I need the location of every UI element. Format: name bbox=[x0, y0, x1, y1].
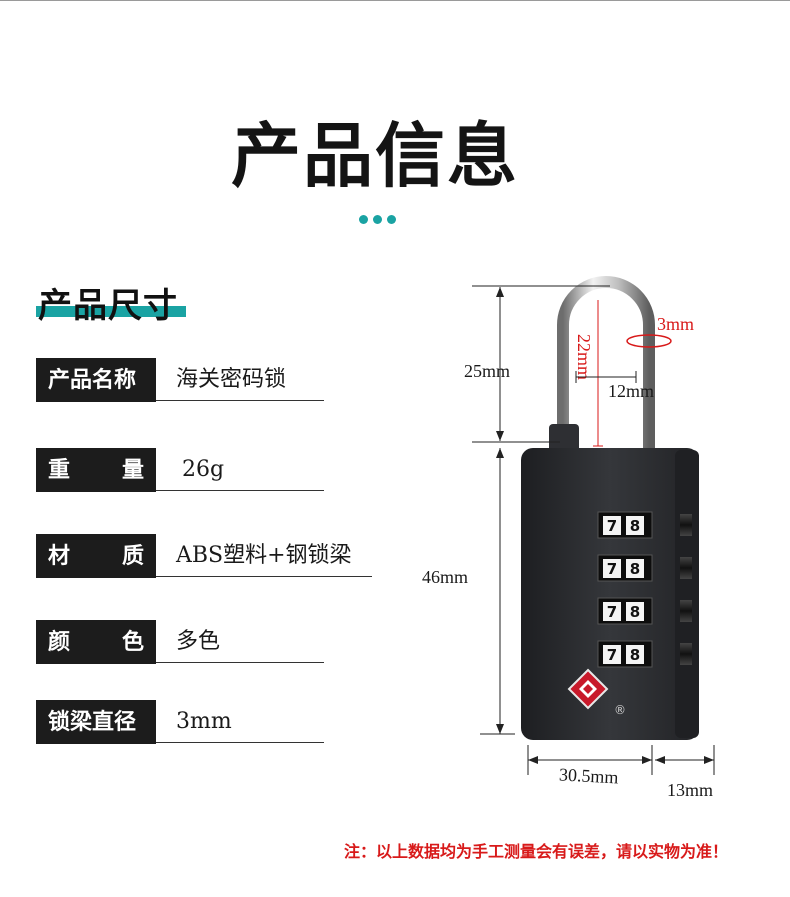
dial-wheel-2: 7 8 bbox=[597, 554, 692, 582]
dial-wheel-1: 7 8 bbox=[597, 511, 692, 539]
shackle-collar bbox=[549, 424, 579, 454]
spec-label: 锁梁直径 bbox=[36, 700, 156, 744]
registered-mark: ® bbox=[614, 703, 626, 717]
spec-value: 26g bbox=[182, 457, 225, 482]
spec-value: 3mm bbox=[176, 709, 232, 734]
spec-label: 产品名称 bbox=[36, 358, 156, 402]
lock-shackle bbox=[557, 276, 655, 455]
spec-underline bbox=[156, 400, 324, 401]
spec-underline bbox=[156, 490, 324, 491]
spec-underline bbox=[156, 742, 324, 743]
dial-digit: 7 bbox=[607, 517, 617, 535]
page-title: 产品信息 bbox=[231, 114, 519, 197]
lock-dimension-diagram: 7 8 7 8 7 8 7 8 ® 25mm 46mm bbox=[422, 276, 715, 800]
spec-label: 重量 bbox=[36, 448, 156, 492]
lock-body-side bbox=[675, 450, 699, 738]
section-title-underline bbox=[36, 306, 186, 317]
dial-wheel-4: 7 8 bbox=[597, 640, 692, 668]
dim-label-shackle-gap: 12mm bbox=[608, 381, 654, 401]
decor-dot bbox=[373, 215, 382, 224]
dim-label-body-width: 30.5mm bbox=[559, 764, 619, 787]
dial-digit: 8 bbox=[630, 603, 640, 621]
dim-label-shackle-inner-height: 22mm bbox=[574, 334, 594, 380]
spec-value: 多色 bbox=[176, 629, 221, 654]
dial-wheel-3: 7 8 bbox=[597, 597, 692, 625]
dim-label-shackle-diameter: 3mm bbox=[657, 314, 694, 334]
spec-value: ABS塑料+钢锁梁 bbox=[176, 543, 352, 568]
dial-digit: 7 bbox=[607, 560, 617, 578]
title-decoration-dots bbox=[359, 209, 401, 224]
dial-digit: 7 bbox=[607, 646, 617, 664]
dial-digit: 8 bbox=[630, 646, 640, 664]
dim-label-body-depth: 13mm bbox=[667, 780, 713, 800]
dial-digit: 8 bbox=[630, 560, 640, 578]
top-divider bbox=[0, 0, 790, 1]
dim-label-shackle-height: 25mm bbox=[464, 361, 510, 381]
spec-label: 材质 bbox=[36, 534, 156, 578]
decor-dot bbox=[387, 215, 396, 224]
spec-underline bbox=[156, 576, 372, 577]
spec-underline bbox=[156, 662, 324, 663]
dial-digit: 8 bbox=[630, 517, 640, 535]
tsa-diamond-icon bbox=[567, 668, 609, 710]
spec-label: 颜色 bbox=[36, 620, 156, 664]
measurement-disclaimer: 注：以上数据均为手工测量会有误差，请以实物为准！ bbox=[343, 842, 728, 861]
section-title: 产品尺寸 bbox=[38, 286, 178, 326]
dim-label-body-height: 46mm bbox=[422, 567, 468, 587]
lock-body bbox=[521, 448, 699, 740]
decor-dot bbox=[359, 215, 368, 224]
spec-value: 海关密码锁 bbox=[176, 367, 287, 392]
dim-3mm-ring bbox=[626, 334, 672, 348]
dial-digit: 7 bbox=[607, 603, 617, 621]
